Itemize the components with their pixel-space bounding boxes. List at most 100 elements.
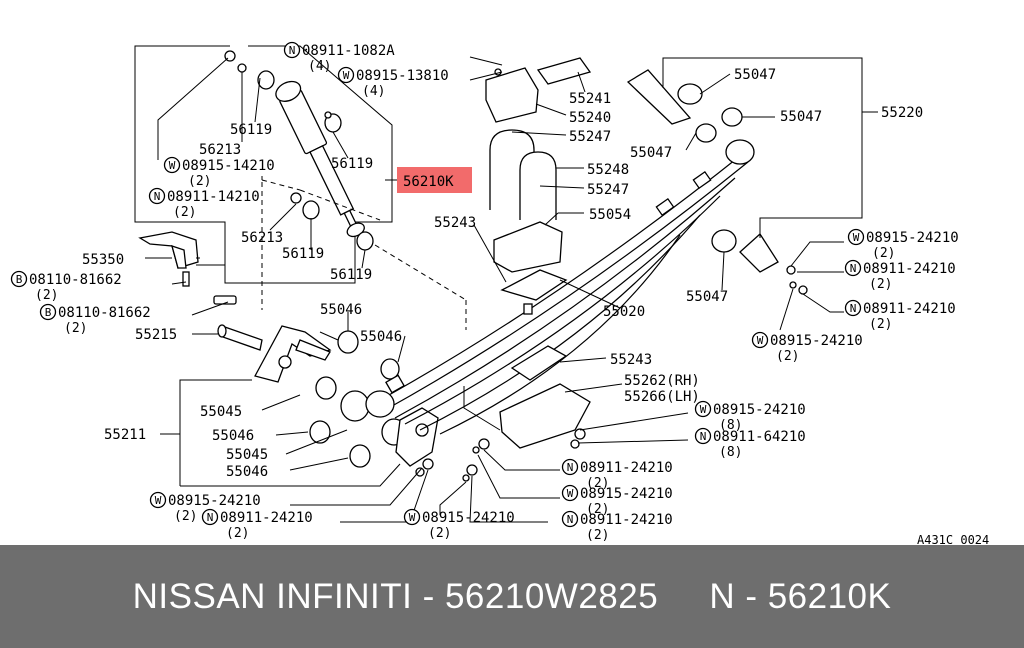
- fastener-prefix: N: [154, 190, 161, 203]
- fastener-code: 08911-24210: [220, 510, 313, 526]
- fastener-prefix: W: [853, 231, 860, 244]
- fastener-qty: (4): [362, 84, 385, 99]
- label-55046-c: 55046: [212, 428, 254, 444]
- leader-lines: [160, 56, 878, 523]
- bushings-55045-55046: [309, 330, 439, 468]
- fastener-code: 08110-81662: [29, 272, 122, 288]
- label-55220: 55220: [881, 105, 923, 121]
- fastener-type-circle: [561, 510, 579, 528]
- front-hanger-55211: [254, 325, 332, 383]
- fastener-prefix: B: [16, 273, 23, 286]
- fastener-qty: (2): [586, 502, 609, 517]
- fastener-code: 08911-64210: [713, 429, 806, 445]
- bushing-56119-top: [224, 50, 374, 251]
- fastener-code: 08915-13810: [356, 68, 449, 84]
- label-55054: 55054: [589, 207, 631, 223]
- label-56119-c: 56119: [282, 246, 324, 262]
- fastener-prefix: B: [45, 306, 52, 319]
- fastener-code: 08911-14210: [167, 189, 260, 205]
- fastener-prefix: W: [169, 159, 176, 172]
- fastener-type-circle: [751, 331, 769, 349]
- label-56119-a: 56119: [230, 122, 272, 138]
- u-bolts-and-pads: [485, 57, 592, 449]
- fastener-qty: (2): [776, 349, 799, 364]
- part-labels: 55220 55047 55047 55047 55047 55241 5524…: [82, 67, 989, 545]
- fastener-qty: (8): [719, 445, 742, 460]
- fastener-type-circle: [149, 491, 167, 509]
- label-55211: 55211: [104, 427, 146, 443]
- fastener-code: 08110-81662: [58, 305, 151, 321]
- fastener-callout-08915-14210: W 08915-14210(2): [163, 156, 275, 189]
- label-55045-b: 55045: [226, 447, 268, 463]
- label-55243-b: 55243: [610, 352, 652, 368]
- fastener-prefix: N: [850, 262, 857, 275]
- fastener-type-circle: [403, 508, 421, 526]
- label-55243-a: 55243: [434, 215, 476, 231]
- fastener-type-circle: [148, 187, 166, 205]
- fastener-prefix: W: [757, 334, 764, 347]
- fastener-type-circle: [694, 400, 712, 418]
- shackle-pin-55215: [192, 324, 263, 351]
- fastener-prefix: W: [409, 511, 416, 524]
- bracket-55350: [138, 231, 237, 305]
- label-56119-d: 56119: [330, 267, 372, 283]
- fastener-code: 08911-24210: [580, 460, 673, 476]
- label-55047-b: 55047: [780, 109, 822, 125]
- label-55047-a: 55047: [734, 67, 776, 83]
- shock-leaders: [157, 57, 467, 330]
- shock-absorber-56210k[interactable]: [273, 78, 370, 241]
- label-55046-b: 55046: [360, 329, 402, 345]
- fastener-prefix: N: [850, 302, 857, 315]
- fastener-prefix: N: [289, 44, 296, 57]
- fastener-qty: (8): [719, 418, 742, 433]
- label-55262: 55262(RH): [624, 373, 700, 389]
- fastener-prefix: N: [700, 430, 707, 443]
- footer-part-numbers: NISSAN INFINITI - 56210W2825 N - 56210K: [132, 576, 892, 616]
- fastener-type-circle: [163, 156, 181, 174]
- label-55241: 55241: [569, 91, 611, 107]
- lower-fasteners: [415, 428, 586, 482]
- fastener-prefix: N: [207, 511, 214, 524]
- fastener-prefix: W: [155, 494, 162, 507]
- fastener-type-circle: [561, 458, 579, 476]
- fastener-type-circle: [10, 270, 28, 288]
- fastener-code: 08911-1082A: [302, 43, 395, 59]
- fastener-qty: (2): [428, 526, 451, 541]
- label-55045-a: 55045: [200, 404, 242, 420]
- label-55240: 55240: [569, 110, 611, 126]
- label-55046-a: 55046: [320, 302, 362, 318]
- label-55020: 55020: [603, 304, 645, 320]
- fastener-code: 08915-24210: [168, 493, 261, 509]
- fastener-type-circle: [337, 66, 355, 84]
- fastener-prefix: N: [567, 513, 574, 526]
- label-55047-d: 55047: [686, 289, 728, 305]
- label-55046-d: 55046: [226, 464, 268, 480]
- parts-diagram: 56210K: [10, 41, 989, 545]
- footer-banner: NISSAN INFINITI - 56210W2825 N - 56210K: [0, 545, 1024, 648]
- fastener-callout-08911-24210: N 08911-24210(2): [844, 259, 956, 292]
- fastener-callout-08110-81662: B 08110-81662(2): [10, 270, 122, 303]
- fastener-type-circle: [694, 427, 712, 445]
- fastener-type-circle: [201, 508, 219, 526]
- fastener-qty: (2): [869, 277, 892, 292]
- highlight-56210k[interactable]: 56210K: [385, 167, 472, 193]
- fastener-code: 08915-24210: [866, 230, 959, 246]
- fastener-code: 08915-24210: [580, 486, 673, 502]
- fastener-callout-08915-24210: W 08915-24210(2): [751, 331, 863, 364]
- fastener-code: 08911-24210: [863, 261, 956, 277]
- fastener-code: 08915-24210: [770, 333, 863, 349]
- fastener-qty: (2): [188, 174, 211, 189]
- label-55247-a: 55247: [569, 129, 611, 145]
- fastener-qty: (2): [35, 288, 58, 303]
- fastener-code: 08915-14210: [182, 158, 275, 174]
- fastener-code: 08911-24210: [863, 301, 956, 317]
- fastener-qty: (2): [586, 528, 609, 543]
- fastener-qty: (2): [872, 246, 895, 261]
